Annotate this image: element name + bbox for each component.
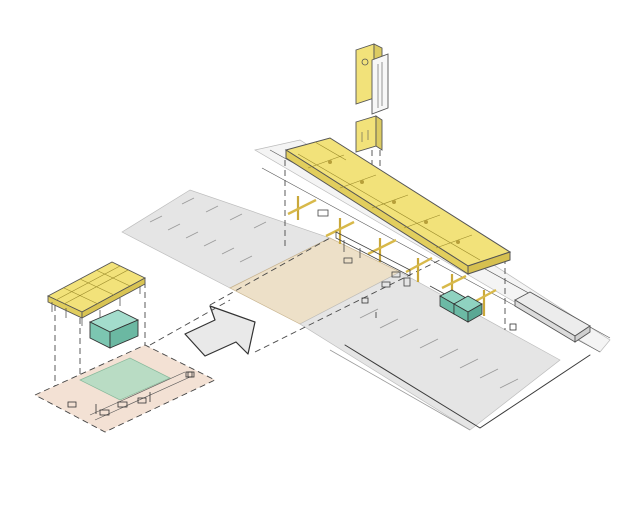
- street-furniture: [187, 297, 517, 378]
- right-road: [299, 271, 561, 431]
- curb-line: [344, 344, 591, 429]
- plaza-furniture: [67, 371, 193, 416]
- large-arrow-icon: [184, 305, 256, 357]
- projection-lines: [54, 150, 506, 410]
- roof-sun-icons: [328, 160, 460, 244]
- left-canopy: [46, 261, 146, 326]
- lane-markings: [149, 197, 519, 431]
- left-plaza-plan: [33, 344, 217, 433]
- plaza-green-zone: [79, 357, 171, 401]
- totem-sign-icon: [355, 43, 389, 153]
- roof-panels: [297, 141, 481, 261]
- bus-icon: [514, 291, 591, 343]
- main-shelter: [284, 137, 512, 323]
- left-kiosk: [88, 309, 140, 349]
